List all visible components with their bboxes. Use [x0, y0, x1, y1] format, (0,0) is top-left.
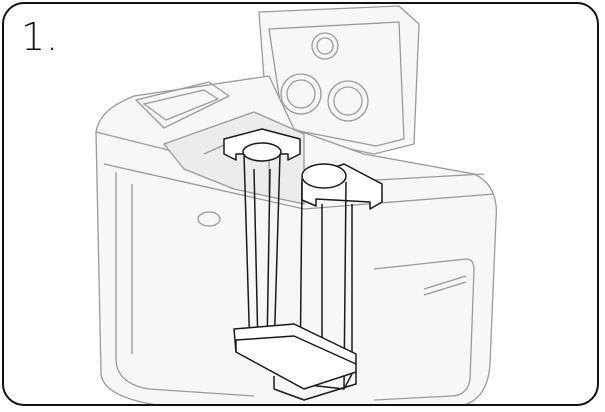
top-handle — [135, 81, 230, 129]
lid-top-port — [311, 32, 339, 60]
front-button — [197, 211, 221, 227]
lid-left-port — [280, 73, 322, 115]
cartridge-base-tray — [233, 323, 357, 401]
device-illustration — [95, 5, 498, 404]
front-panel — [115, 172, 255, 397]
instruction-panel: 1. — [2, 2, 599, 406]
left-cartridge — [223, 128, 301, 364]
step-number: 1. — [21, 15, 60, 59]
side-panel — [373, 258, 475, 401]
lid-right-port — [327, 80, 369, 122]
